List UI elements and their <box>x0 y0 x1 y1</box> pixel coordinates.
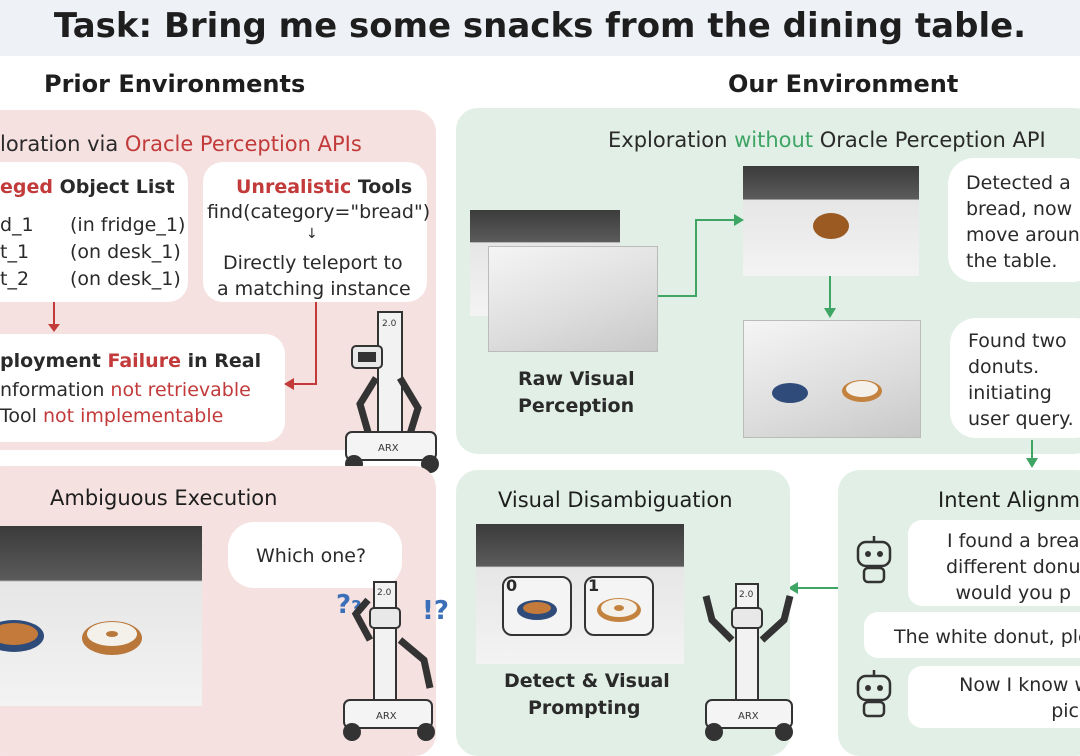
intent-alignment-title: Intent Alignm <box>938 488 1080 512</box>
object-list-card <box>0 162 188 302</box>
title-bar <box>0 0 1080 56</box>
ours-heading: Our Environment <box>728 70 959 98</box>
candidate-label-0: 0 <box>506 576 518 595</box>
robot-message-2-text: Now I know wpick <box>959 674 1080 722</box>
raw-photo-front <box>488 246 658 352</box>
tools-call: find(category="bread") <box>207 201 431 223</box>
robot-message-2 <box>908 666 1080 728</box>
red-elbow-arrow-icon <box>282 300 326 392</box>
object-row-name: t_2 <box>0 268 30 290</box>
prior-heading: Prior Environments <box>44 70 306 98</box>
which-one-text: Which one? <box>256 545 367 567</box>
tools-line1: Directly teleport to <box>223 252 403 274</box>
svg-text:ARX: ARX <box>738 711 759 722</box>
task-title: Task: Bring me some snacks from the dini… <box>53 6 1027 46</box>
object-list-title: eged Object List <box>0 176 175 198</box>
object-row-loc: (on desk_1) <box>70 268 181 290</box>
donuts-photo <box>743 320 921 438</box>
deployment-line2: Tool not implementable <box>0 405 224 427</box>
question-marks-left: ?? <box>336 590 362 620</box>
deployment-title: ployment Failure in Real <box>0 350 262 372</box>
svg-text:2.0: 2.0 <box>382 319 397 329</box>
green-elbow-arrow-icon <box>656 212 746 302</box>
detect-caption-2: Prompting <box>528 697 641 719</box>
object-row-name: d_1 <box>0 214 34 236</box>
robot-illustration: 2.0 ARX <box>692 580 804 744</box>
green-down-arrow-icon <box>820 276 840 320</box>
bread-bubble <box>948 158 1080 282</box>
svg-text:ARX: ARX <box>378 443 399 454</box>
svg-text:2.0: 2.0 <box>377 588 392 598</box>
down-arrow-icon: ↓ <box>306 226 318 242</box>
red-arrow-icon <box>40 300 70 336</box>
detect-caption-1: Detect & Visual <box>504 670 670 692</box>
green-left-arrow-icon <box>786 578 840 598</box>
visual-disambiguation-title: Visual Disambiguation <box>498 488 733 512</box>
exploration-panel-title: Exploration without Oracle Perception AP… <box>608 128 1046 152</box>
ambiguous-title: Ambiguous Execution <box>50 486 278 510</box>
candidate-label-1: 1 <box>588 576 600 595</box>
object-row-loc: (in fridge_1) <box>70 214 186 236</box>
object-row-loc: (on desk_1) <box>70 241 181 263</box>
user-message <box>864 612 1080 658</box>
candidate-box-1 <box>584 576 654 636</box>
tools-line2: a matching instance <box>217 278 411 300</box>
deployment-card <box>0 334 285 442</box>
svg-text:2.0: 2.0 <box>739 590 754 600</box>
which-one-bubble <box>228 522 402 588</box>
tools-card <box>203 162 427 302</box>
raw-perception-line1: Raw Visual <box>518 368 635 390</box>
svg-text:ARX: ARX <box>376 711 397 722</box>
robot-illustration: 2.0 ARX <box>338 308 446 476</box>
candidate-box-0 <box>502 576 572 636</box>
question-marks-right: !? <box>422 596 449 626</box>
deployment-line1: nformation not retrievable <box>0 379 251 401</box>
robot-message-1 <box>908 520 1080 606</box>
ambiguous-photo <box>0 526 202 706</box>
robot-avatar-icon <box>854 534 894 590</box>
oracle-panel-title: loration via Oracle Perception APIs <box>0 132 362 156</box>
robot-avatar-icon <box>854 668 894 724</box>
donuts-bubble <box>950 318 1080 438</box>
object-row-name: t_1 <box>0 241 30 263</box>
raw-perception-line2: Perception <box>518 395 635 417</box>
tools-title: Unrealistic Tools <box>236 176 413 198</box>
bread-photo <box>743 166 919 276</box>
robot-illustration: 2.0 ARX <box>340 578 440 744</box>
user-message-text: The white donut, ple <box>894 626 1080 648</box>
green-down-arrow-icon <box>1022 440 1042 470</box>
